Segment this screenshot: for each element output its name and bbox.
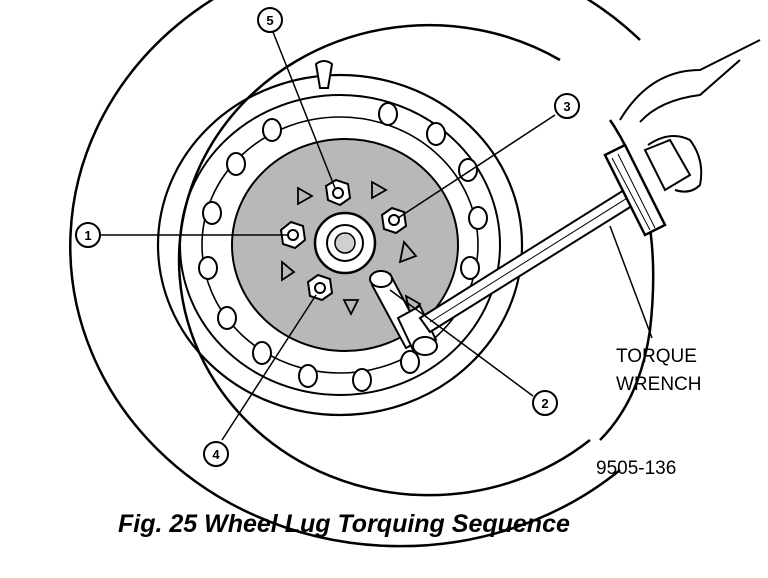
svg-text:3: 3: [563, 99, 570, 114]
wheel-rim: [156, 73, 524, 417]
torque-wrench: [418, 138, 692, 334]
callout-3: 3: [554, 93, 580, 119]
hub-markings: [281, 180, 422, 317]
callout-2: 2: [532, 390, 558, 416]
center-hub: [313, 211, 377, 275]
torque-wrench-label-line1: TORQUE: [616, 346, 697, 367]
valve-stem: [314, 60, 334, 89]
callout-1: 1: [75, 222, 101, 248]
svg-text:1: 1: [84, 228, 91, 243]
leader-lines: [100, 31, 653, 441]
svg-text:4: 4: [212, 447, 220, 462]
hand: [619, 39, 761, 193]
lug-nut-4: [306, 273, 334, 302]
torque-wrench-label-line2: WRENCH: [616, 374, 702, 395]
figure-caption: Fig. 25 Wheel Lug Torquing Sequence: [118, 510, 570, 538]
lug-nut-3: [380, 206, 408, 235]
lug-nut-5: [324, 178, 352, 207]
svg-text:5: 5: [266, 13, 273, 28]
svg-text:2: 2: [541, 396, 548, 411]
callout-4: 4: [203, 441, 229, 467]
callout-5: 5: [257, 7, 283, 33]
lug-nuts: [279, 178, 408, 302]
figure-id: 9505-136: [596, 458, 676, 479]
socket-extension: [369, 270, 438, 356]
rim-vent-holes: [198, 102, 488, 392]
